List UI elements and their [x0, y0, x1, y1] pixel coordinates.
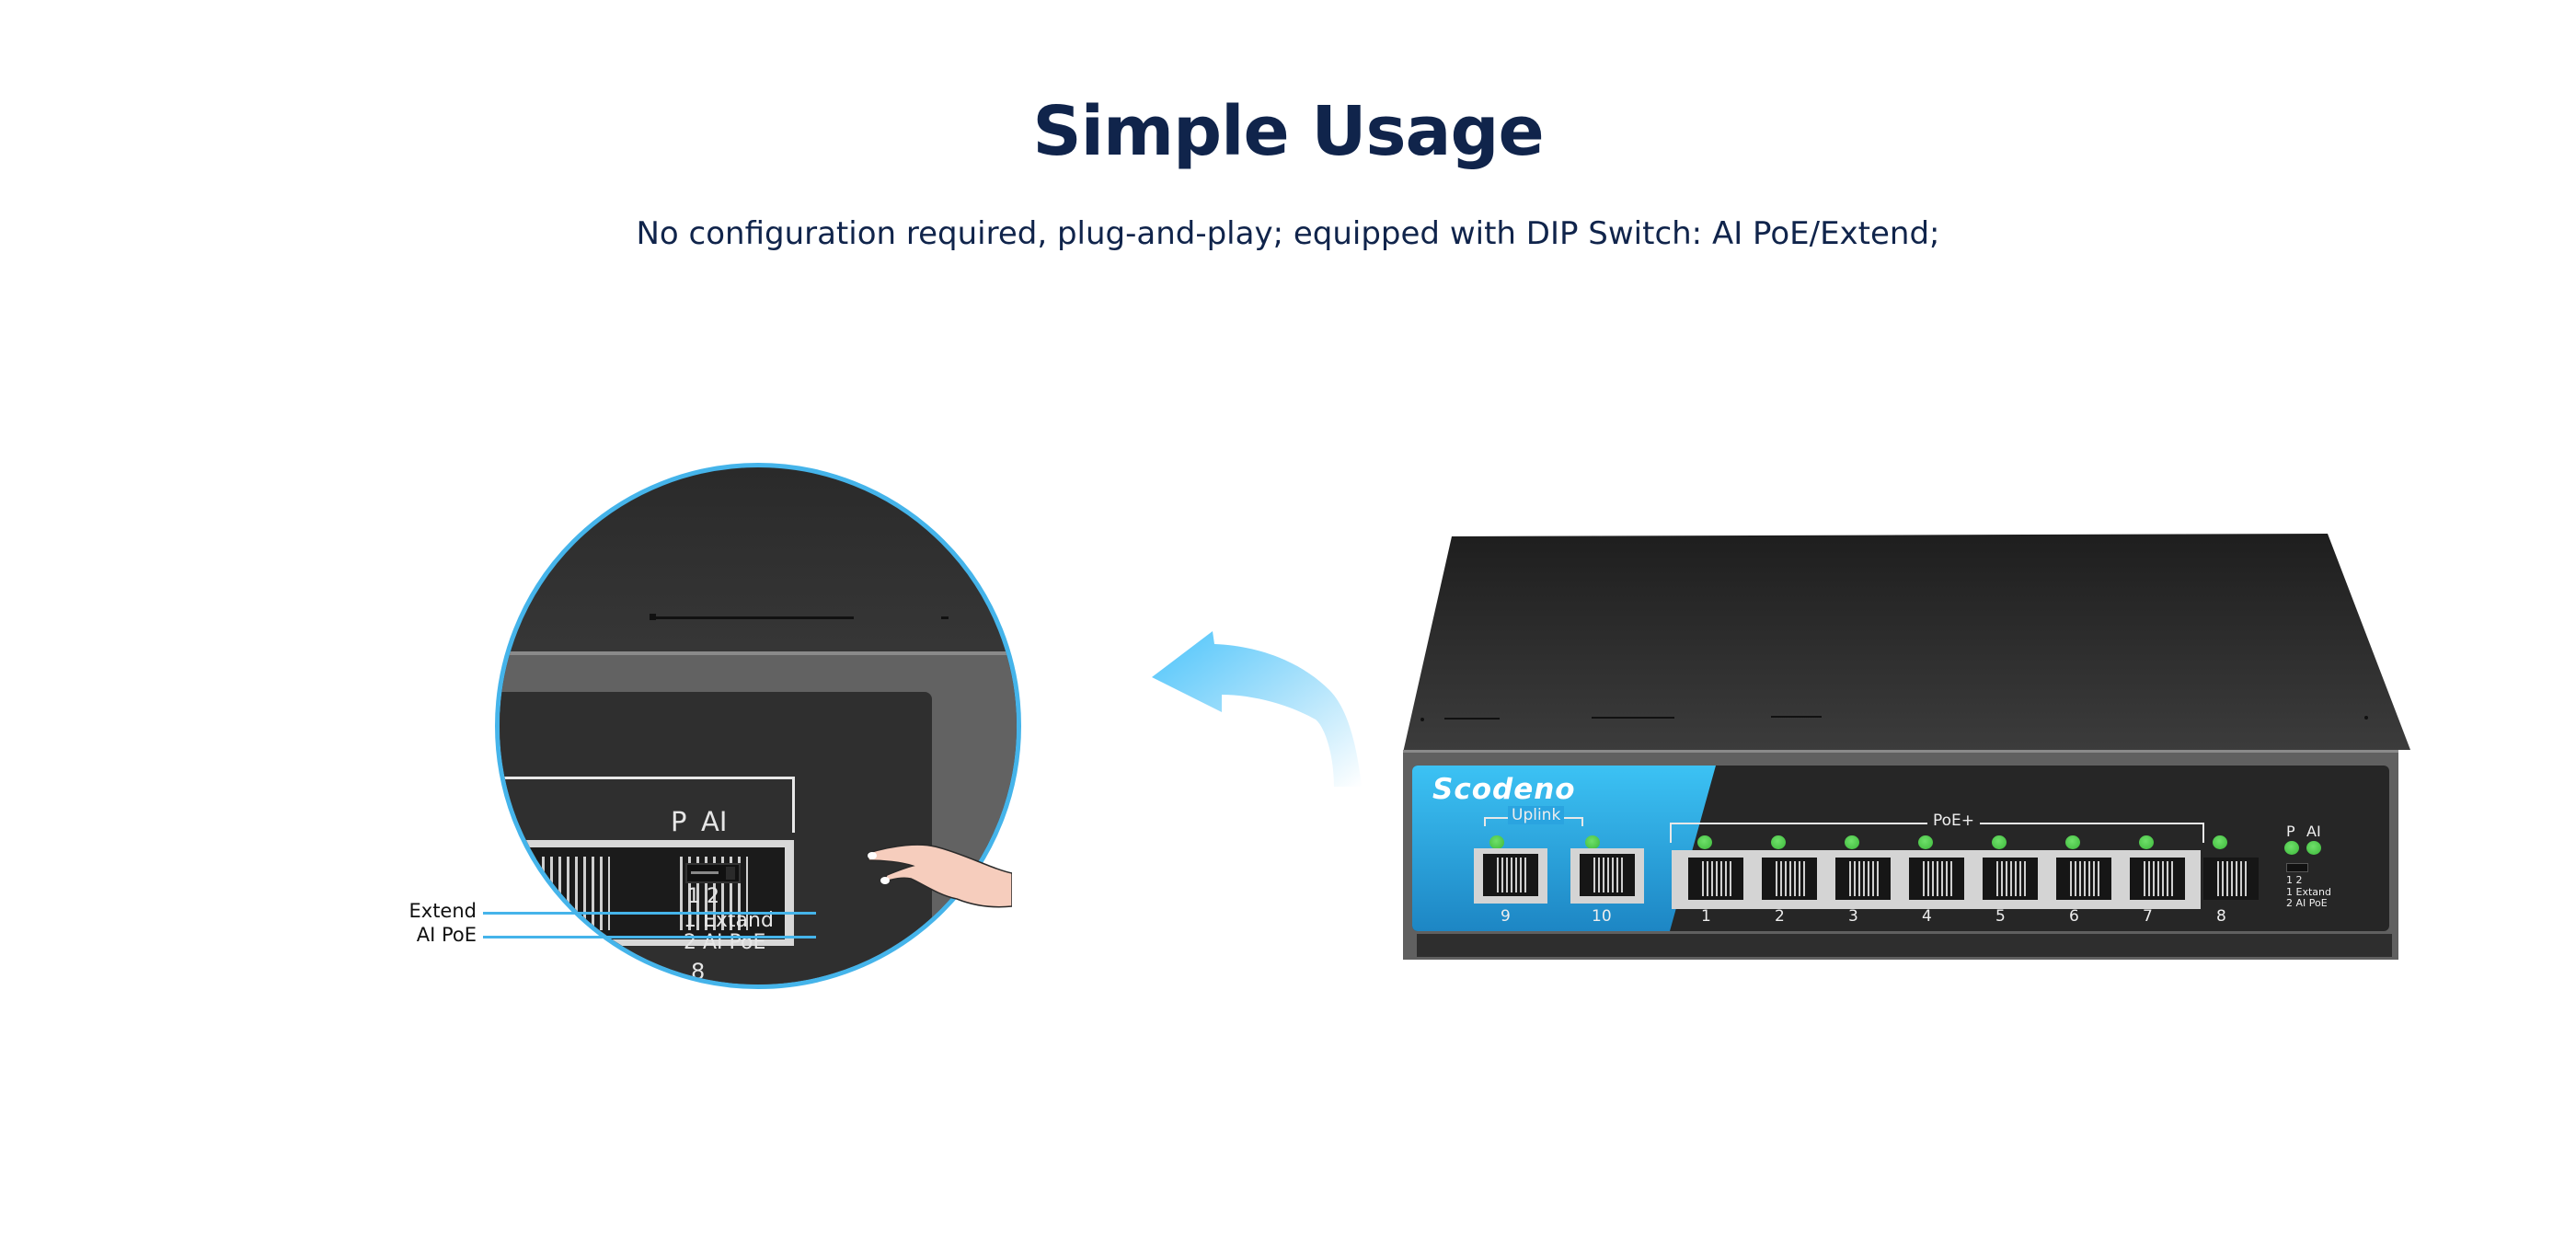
port-led-6	[2065, 835, 2080, 849]
magnifier-closeup: P AI 1 2 1 Extand 2 AI PoE 8	[495, 463, 1021, 989]
port-led-3	[1845, 835, 1859, 849]
port-number-4: 4	[1922, 907, 1932, 926]
switch-base	[1417, 934, 2392, 957]
port-led-5	[1992, 835, 2007, 849]
port-led-2	[1771, 835, 1786, 849]
uplink-label: Uplink	[1508, 806, 1565, 824]
ethernet-port-9[interactable]	[1474, 848, 1547, 904]
ethernet-port-10[interactable]	[1570, 848, 1644, 904]
port-number-2: 2	[1775, 907, 1785, 926]
ethernet-ports	[500, 840, 794, 946]
port-number-3: 3	[1848, 907, 1858, 926]
ethernet-port-4[interactable]	[1900, 852, 1968, 907]
port-number-1: 1	[1701, 907, 1711, 926]
ethernet-port-8[interactable]	[2194, 852, 2262, 907]
port-led-9	[1489, 835, 1504, 849]
pointing-hand-icon	[868, 844, 1012, 908]
brand-stripe	[1412, 766, 1716, 931]
dip-legend-2: 2 AI PoE	[2286, 897, 2328, 909]
page-subtitle: No configuration required, plug-and-play…	[636, 215, 1940, 252]
callout-extend: Extend	[408, 900, 477, 922]
poe-label: PoE+	[1927, 812, 1981, 830]
led-label-p: P	[2286, 823, 2295, 840]
port-number: 8	[691, 959, 706, 984]
dip-legend-1: 1 Extand	[2286, 886, 2331, 898]
port-led-4	[1918, 835, 1933, 849]
port-number-6: 6	[2069, 907, 2079, 926]
port-number-5: 5	[1995, 907, 2006, 926]
dip-numbers: 1 2	[687, 885, 719, 908]
switch-front-panel: Scodeno Uplink PoE+ 9 10 1 2 3 4 5 6 7 8 P AI 1…	[1412, 766, 2389, 931]
ethernet-port-5[interactable]	[1973, 852, 2041, 907]
case-edge	[500, 651, 1017, 655]
port-led-7	[2139, 835, 2154, 849]
ethernet-port-3[interactable]	[1826, 852, 1894, 907]
page-title: Simple Usage	[1032, 92, 1544, 171]
ethernet-port-1[interactable]	[1679, 852, 1747, 907]
port-number-10: 10	[1592, 907, 1612, 926]
dip-legend-2: 2 AI PoE	[684, 931, 766, 954]
brand-logo: Scodeno	[1432, 773, 1576, 806]
dip-switch[interactable]	[2286, 863, 2308, 872]
switch-top-cover	[1403, 534, 2410, 753]
ethernet-port-2[interactable]	[1753, 852, 1821, 907]
vent-slot	[650, 614, 854, 620]
ethernet-port	[509, 847, 647, 939]
port-number-7: 7	[2143, 907, 2153, 926]
port-number-9: 9	[1501, 907, 1511, 926]
port-group-bracket	[500, 777, 795, 833]
dip-numbers: 1 2	[2286, 874, 2303, 886]
led-label-p: P	[671, 806, 687, 837]
curved-arrow-left-icon	[1152, 631, 1362, 787]
port-led-10	[1585, 835, 1600, 849]
callout-ai-poe: AI PoE	[416, 924, 477, 946]
port-led-1	[1697, 835, 1712, 849]
power-led	[2284, 841, 2299, 855]
port-led-8	[2213, 835, 2227, 849]
ai-led	[2306, 841, 2321, 855]
led-label-ai: AI	[2306, 823, 2321, 840]
callout-line-extend	[483, 912, 816, 915]
ethernet-port-7[interactable]	[2121, 852, 2189, 907]
ethernet-port-6[interactable]	[2047, 852, 2115, 907]
port-number-8: 8	[2216, 907, 2226, 926]
led-label-ai: AI	[701, 806, 728, 837]
callout-line-ai-poe	[483, 936, 816, 938]
dip-switch[interactable]	[685, 863, 741, 883]
vent-dot	[941, 616, 949, 619]
